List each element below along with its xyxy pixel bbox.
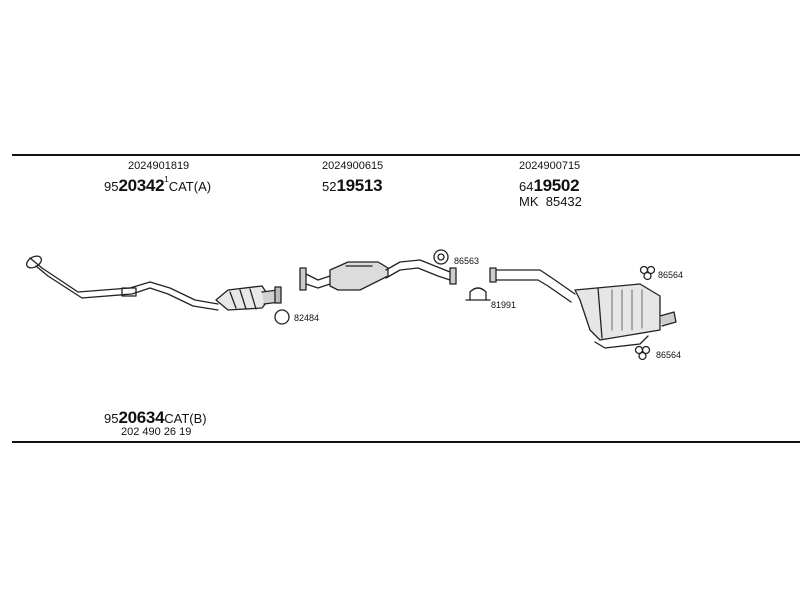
callout-gasket: 86563 [454,256,480,266]
callout-hanger-top: 86564 [658,270,684,280]
part-cat-b-prefix: 95 [104,411,119,426]
part-rear-muffler-prefix: 64 [519,179,534,194]
part-cat-a-number: 20342 [118,176,165,195]
mounting-kit: MK 85432 [519,194,582,209]
catalytic-converter [215,285,282,311]
part-rear-muffler: 6419502 [519,176,580,196]
callout-clamp: 81991 [491,300,517,310]
sealing-ring [274,309,290,325]
part-cat-a: 95203421CAT(A) [104,175,212,196]
oe-number-cat-b: 202 490 26 19 [121,426,192,438]
rear-pipe [489,267,576,303]
front-downpipe [25,255,219,311]
gasket [433,249,449,265]
part-rear-muffler-number: 19502 [533,176,580,195]
callout-sealing-ring: 82484 [294,313,320,323]
mounting-kit-prefix: MK [519,194,539,209]
part-cat-b-number: 20634 [118,408,165,427]
part-cat-b: 9520634CAT(B) [104,408,207,428]
part-cat-b-suffix: CAT(B) [164,411,207,426]
rubber-hanger-top [639,265,656,281]
part-cat-a-marker: 1 [164,175,169,184]
bottom-rule [12,441,800,443]
middle-pipe-silencer [299,259,457,291]
exhaust-clamp [465,287,491,301]
part-cat-a-prefix: 95 [104,179,119,194]
oe-number-cat-a: 2024901819 [128,160,190,172]
rear-muffler [574,283,677,349]
rubber-hanger-bottom [634,345,651,361]
part-front-pipe-prefix: 52 [322,179,337,194]
part-front-pipe-number: 19513 [336,176,383,195]
top-rule [12,154,800,156]
oe-number-rear-muffler: 2024900715 [519,160,581,172]
part-cat-a-suffix: CAT(A) [168,179,212,194]
callout-hanger-bottom: 86564 [656,350,682,360]
part-front-pipe: 5219513 [322,176,383,196]
mounting-kit-number: 85432 [545,194,582,209]
oe-number-front-pipe: 2024900615 [322,160,384,172]
